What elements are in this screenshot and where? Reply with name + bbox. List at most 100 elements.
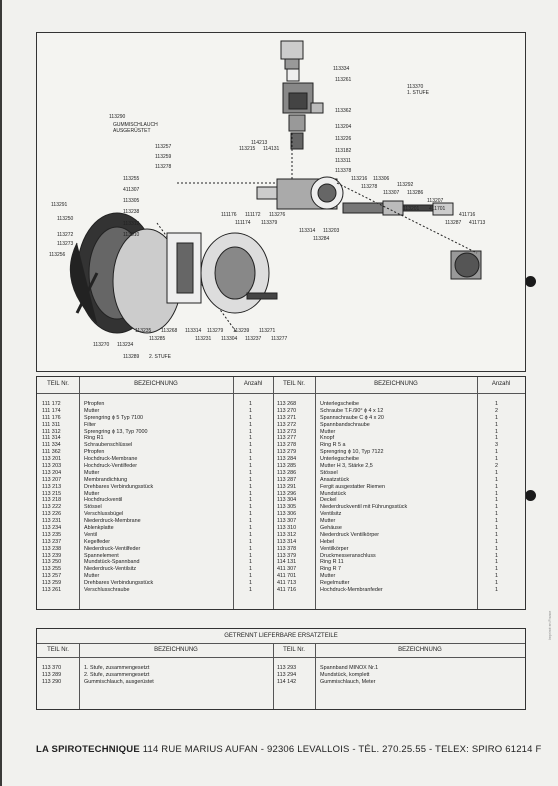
table-cell: 1 — [495, 559, 498, 566]
table-cell: 1 — [249, 511, 252, 518]
table-cell: Gehäuse — [320, 525, 342, 532]
table-cell: Hebel — [320, 538, 335, 545]
table-cell: 411 716 — [277, 587, 297, 594]
table-cell: 1 — [249, 552, 252, 559]
table-cell: Knopf — [320, 435, 335, 442]
table-cell: 113 272 — [277, 421, 297, 428]
table-cell: Ring R 5 a — [320, 442, 346, 449]
table-cell: 2 — [495, 463, 498, 470]
table-cell: 111 176 — [42, 414, 61, 421]
table-cell: 113 213 — [42, 483, 62, 490]
part-label: 111176 — [221, 212, 237, 218]
table-cell: 114 142 — [277, 678, 297, 685]
table-cell: Drehbares Verbindungsstück — [84, 483, 154, 490]
table-cell: Mutter — [320, 573, 336, 580]
table-cell: 1 — [495, 497, 498, 504]
table-cell: 1 — [249, 401, 252, 407]
table-cell: Mundstück — [320, 490, 347, 497]
table-cell: 111 174 — [42, 407, 61, 414]
part-label: 113250 — [57, 216, 74, 222]
header-bez-right: BEZEICHNUNG — [374, 381, 418, 387]
part-label: 113204 — [335, 124, 352, 130]
table-cell: 113 273 — [277, 428, 297, 435]
table-cell: Mutter H 3, Stärke 2,5 — [320, 463, 373, 470]
part-label: 113239 — [233, 328, 250, 334]
table-cell: Hochdruckventil — [84, 497, 123, 504]
table-cell: 1 — [249, 490, 252, 497]
table-cell: Mutter — [320, 428, 336, 435]
company-footer: LA SPIROTECHNIQUE 114 RUE MARIUS AUFAN -… — [36, 744, 542, 755]
table-cell: Hochdruck-Ventilfeder — [84, 463, 138, 470]
part-label: 113289 — [123, 354, 140, 360]
part-label: 111174 — [235, 220, 251, 226]
part-label: AUSGERÜSTET — [113, 128, 151, 134]
table-cell: 1 — [495, 511, 498, 518]
table-header — [37, 377, 525, 394]
part-label: 113314 — [185, 328, 202, 334]
table-cell: 1 — [495, 504, 498, 511]
part-label: 113285 — [149, 336, 166, 342]
table-cell: 113 310 — [277, 525, 297, 532]
part-label: 113286 — [407, 190, 424, 196]
table-cell: Niederdruck-Ventilfeder — [84, 545, 141, 552]
table-cell: 113 237 — [42, 538, 62, 545]
table-cell: Stössel — [320, 469, 338, 476]
table-cell: Stössel — [84, 504, 102, 511]
part-label: 411701 — [429, 206, 446, 212]
table-cell: 1 — [495, 469, 498, 476]
table-cell: 113 239 — [42, 552, 62, 559]
part-label: 114213 — [251, 140, 268, 146]
table-cell: 1 — [495, 538, 498, 545]
part-label: 113370 — [407, 84, 424, 90]
table-cell: 1 — [249, 545, 252, 552]
table-cell: 1 — [495, 573, 498, 580]
table-cell: 1 — [249, 504, 252, 511]
table-cell: Hochdruck-Membranfeder — [320, 587, 383, 594]
table-cell: 113 291 — [277, 483, 297, 490]
part-label: 113334 — [333, 66, 350, 72]
table-cell: Pfropfen — [84, 401, 105, 407]
table-cell: 1 — [495, 525, 498, 532]
table-cell: Ring R1 — [84, 435, 104, 442]
table-cell: Mundstück-Spannband — [84, 559, 140, 566]
table-cell: 1 — [249, 580, 252, 587]
header-anzahl-left: Anzahl — [243, 381, 263, 387]
table-cell: 113 250 — [42, 559, 62, 566]
part-label: 113226 — [335, 136, 352, 142]
table-cell: Unterlegscheibe — [320, 456, 359, 463]
punch-hole — [525, 276, 536, 287]
table-cell: 1 — [495, 490, 498, 497]
part-label: 2. STUFE — [149, 354, 171, 360]
spare-header-teil-right: TEIL Nr. — [283, 647, 305, 653]
part-label: 114131 — [263, 146, 280, 152]
table-cell: Filter — [84, 421, 96, 428]
table-cell: Verschlusschraube — [84, 587, 130, 594]
table-cell: 111 172 — [42, 401, 61, 407]
table-cell: Unterlegscheibe — [320, 401, 359, 407]
table-cell: Drehbares Verbindungsstück — [84, 580, 154, 587]
table-cell: 113 307 — [277, 518, 297, 525]
table-cell: 113 379 — [277, 552, 297, 559]
table-cell: 111 334 — [42, 442, 61, 449]
table-cell: 113 231 — [42, 518, 62, 525]
part-label: 113291 — [51, 202, 68, 208]
table-cell: 1 — [495, 421, 498, 428]
part-label: 113216 — [351, 176, 368, 182]
part-label: 113271 — [259, 328, 276, 334]
table-cell: 1 — [495, 435, 498, 442]
part-label: 113203 — [323, 228, 340, 234]
table-cell: 1 — [495, 428, 498, 435]
exploded-view-drawing — [69, 40, 482, 334]
part-label: 113272 — [57, 232, 74, 238]
table-cell: 113 289 — [42, 671, 62, 678]
table-cell: 113 255 — [42, 566, 62, 573]
table-cell: 1 — [249, 566, 252, 573]
part-label: 113290 — [109, 114, 126, 120]
table-cell: 1 — [249, 497, 252, 504]
table-cell: 1 — [249, 476, 252, 483]
company-address: 114 RUE MARIUS AUFAN - 92306 LEVALLOIS -… — [142, 744, 542, 755]
table-cell: 113 268 — [277, 401, 297, 407]
